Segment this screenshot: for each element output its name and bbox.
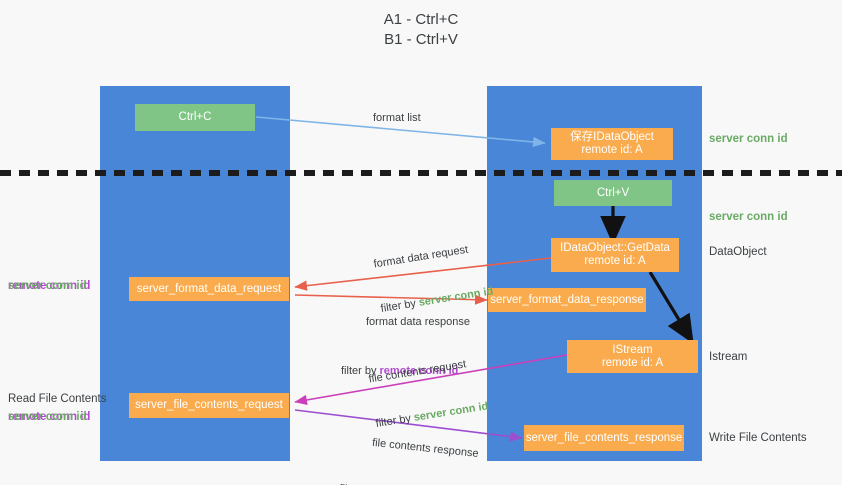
edge-label-format-data-response: format data response filter by remote co… — [341, 285, 470, 409]
node-server-format-data-request-label: server_format_data_request — [136, 282, 282, 295]
node-server-file-contents-response[interactable]: server_file_contents_response — [524, 425, 684, 451]
edge-label-format-data-response-line2: filter by remote conn id — [341, 364, 470, 379]
edge-label-format-list: format list — [373, 112, 421, 124]
edge-label-format-data-request-line1: format data request — [372, 243, 469, 271]
node-ctrl-v-label: Ctrl+V — [596, 186, 630, 199]
label-server-conn-id-2: server conn id — [8, 411, 87, 423]
node-ctrl-v[interactable]: Ctrl+V — [554, 180, 672, 206]
node-server-file-contents-request[interactable]: server_file_contents_request — [129, 393, 289, 418]
label-remote-conn-id-2: remote conn id — [8, 411, 91, 423]
edge-label-file-contents-response-line1: file contents response — [371, 436, 480, 460]
node-save-idataobject-line2: remote id: A — [581, 144, 643, 156]
node-getdata-line1: IDataObject::GetData — [560, 242, 670, 254]
node-istream-line2: remote id: A — [601, 356, 664, 369]
label-write-file-contents: Write File Contents — [709, 432, 807, 444]
node-server-file-contents-response-label: server_file_contents_response — [525, 431, 683, 444]
node-server-file-contents-request-label: server_file_contents_request — [135, 399, 283, 411]
edge-label-file-contents-response: file contents response filter by remote … — [339, 406, 482, 485]
edge-label-format-data-response-line1: format data response — [366, 316, 470, 328]
node-istream-line1: IStream — [612, 343, 653, 356]
node-getdata-line2: remote id: A — [584, 255, 646, 267]
page-title: A1 - Ctrl+C B1 - Ctrl+V — [383, 11, 459, 48]
label-istream: Istream — [709, 351, 748, 363]
label-server-conn-id-top: server conn id — [709, 133, 788, 145]
label-dataobject: DataObject — [709, 246, 767, 258]
node-save-idataobject-line1: 保存IDataObject — [570, 131, 654, 143]
node-server-format-data-request[interactable]: server_format_data_request — [129, 277, 289, 301]
label-server-conn-id-1: server conn id — [8, 280, 87, 292]
node-getdata[interactable]: IDataObject::GetData remote id: A — [551, 238, 679, 272]
node-server-format-data-response[interactable]: server_format_data_response — [488, 288, 646, 312]
divider-dashed — [0, 170, 842, 176]
label-remote-conn-id-1: remote conn id — [8, 280, 91, 292]
node-istream[interactable]: IStream remote id: A — [567, 340, 698, 373]
edge-label-file-contents-request-line1: file contents request — [367, 358, 467, 386]
node-server-format-data-response-label: server_format_data_response — [490, 293, 644, 306]
node-ctrl-c[interactable]: Ctrl+C — [135, 104, 255, 131]
filter-value-remote-conn-id: remote conn id — [379, 365, 459, 377]
node-ctrl-c-label: Ctrl+C — [178, 111, 212, 123]
filter-prefix: filter by — [341, 365, 380, 377]
label-read-file-contents: Read File Contents — [8, 393, 107, 405]
node-save-idataobject[interactable]: 保存IDataObject remote id: A — [551, 128, 673, 160]
label-server-conn-id-second: server conn id — [709, 211, 788, 223]
edge-label-file-contents-response-line2: filter by remote conn id — [338, 482, 474, 485]
